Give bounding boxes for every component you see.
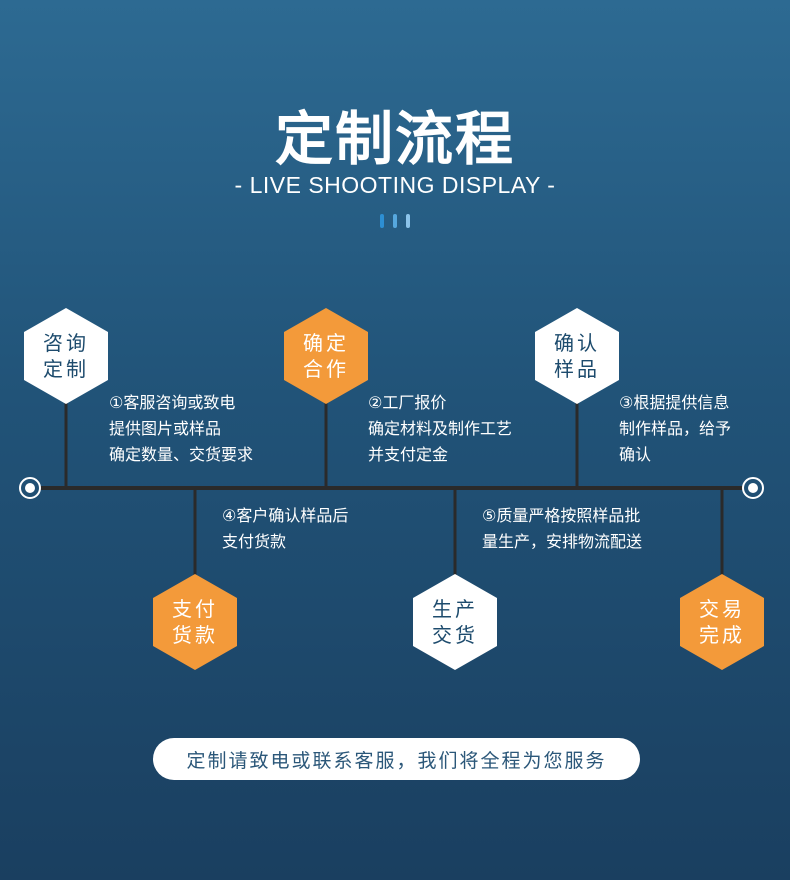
step-label: 确定合作 (303, 331, 349, 381)
timeline-start-ring (19, 477, 41, 499)
step-node-confirm-cooperation: 确定合作 (284, 308, 368, 404)
dot-2 (393, 214, 397, 228)
dot-3 (406, 214, 410, 228)
page-subtitle: - LIVE SHOOTING DISPLAY - (234, 172, 556, 198)
dot-1 (380, 214, 384, 228)
contact-banner: 定制请致电或联系客服，我们将全程为您服务 (153, 738, 640, 780)
step-node-consult: 咨询定制 (24, 308, 108, 404)
step-description-consult: ①客服咨询或致电 提供图片或样品 确定数量、交货要求 (109, 393, 254, 464)
page-title: 定制流程 (274, 105, 515, 173)
timeline-start-dot (25, 483, 35, 493)
step-label: 确认样品 (554, 331, 600, 381)
step-label: 支付货款 (172, 597, 218, 647)
step-label: 交易完成 (699, 597, 745, 647)
step-node-complete: 交易完成 (680, 574, 764, 670)
step-label: 生产交货 (432, 597, 478, 647)
timeline-end-ring (742, 477, 764, 499)
step-node-payment: 支付货款 (153, 574, 237, 670)
step-node-production: 生产交货 (413, 574, 497, 670)
timeline-end-dot (748, 483, 758, 493)
step-description-confirm-sample: ③根据提供信息 制作样品，给予 确认 (619, 393, 732, 464)
step-description-confirm-cooperation: ②工厂报价 确定材料及制作工艺 并支付定金 (368, 393, 513, 464)
step-description-payment: ④客户确认样品后 支付货款 (222, 506, 349, 551)
step-description-production: ⑤质量严格按照样品批 量生产，安排物流配送 (482, 506, 643, 551)
decorative-dots (380, 214, 412, 228)
step-node-confirm-sample: 确认样品 (535, 308, 619, 404)
step-label: 咨询定制 (43, 331, 89, 381)
